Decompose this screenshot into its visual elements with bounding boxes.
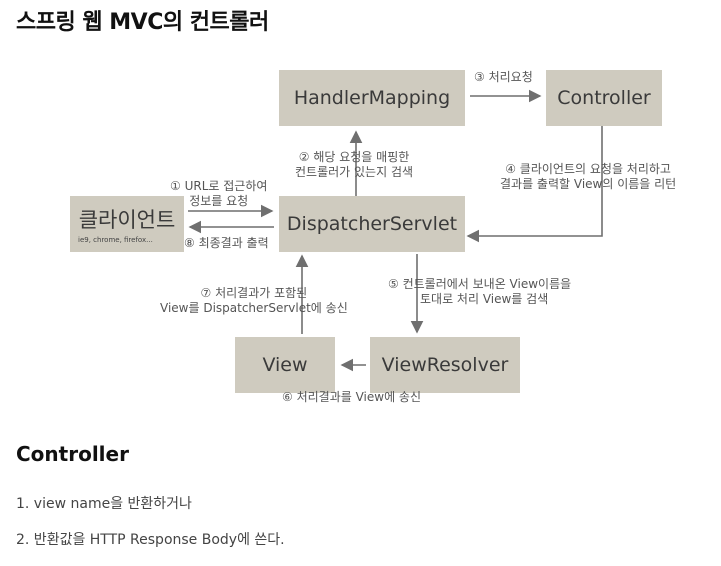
step6-label: ⑥ 처리결과를 View에 송신	[282, 390, 421, 404]
arrow-step4	[466, 126, 603, 243]
client-box: 클라이언트 ie9, chrome, firefox...	[70, 196, 184, 252]
step3-label: ③ 처리요청	[474, 70, 533, 84]
handler-mapping-label: HandlerMapping	[293, 87, 451, 109]
dispatcher-servlet-box: DispatcherServlet	[279, 196, 465, 252]
step5-label: ⑤ 컨트롤러에서 보내온 View이름을 토대로 처리 View를 검색	[388, 277, 572, 306]
client-sub-label: ie9, chrome, firefox...	[78, 236, 153, 244]
view-resolver-label: ViewResolver	[381, 354, 509, 376]
view-box: View	[235, 337, 335, 393]
controller-description-list: 1. view name을 반환하거나 2. 반환값을 HTTP Respons…	[16, 494, 285, 566]
dispatcher-servlet-label: DispatcherServlet	[286, 213, 458, 235]
step7-label: ⑦ 처리결과가 포함된 View를 DispatcherServlet에 송신	[160, 286, 348, 315]
view-resolver-box: ViewResolver	[370, 337, 520, 393]
handler-mapping-box: HandlerMapping	[279, 70, 465, 126]
list-item: 1. view name을 반환하거나	[16, 496, 192, 512]
client-label: 클라이언트	[78, 208, 176, 232]
step8-label: ⑧ 최종결과 출력	[184, 236, 269, 250]
page-title: 스프링 웹 MVC의 컨트롤러	[16, 10, 269, 35]
step1-label: ① URL로 접근하여 정보를 요청	[170, 179, 268, 208]
controller-label: Controller	[557, 87, 651, 109]
list-item: 2. 반환값을 HTTP Response Body에 쓴다.	[16, 532, 285, 548]
step2-label: ② 해당 요청을 매핑한 컨트롤러가 있는지 검색	[295, 150, 414, 179]
section-title: Controller	[16, 442, 129, 466]
controller-box: Controller	[546, 70, 662, 126]
view-label: View	[262, 354, 308, 376]
step4-label: ④ 클라이언트의 요청을 처리하고 결과를 출력할 View의 이름을 리턴	[500, 162, 677, 191]
